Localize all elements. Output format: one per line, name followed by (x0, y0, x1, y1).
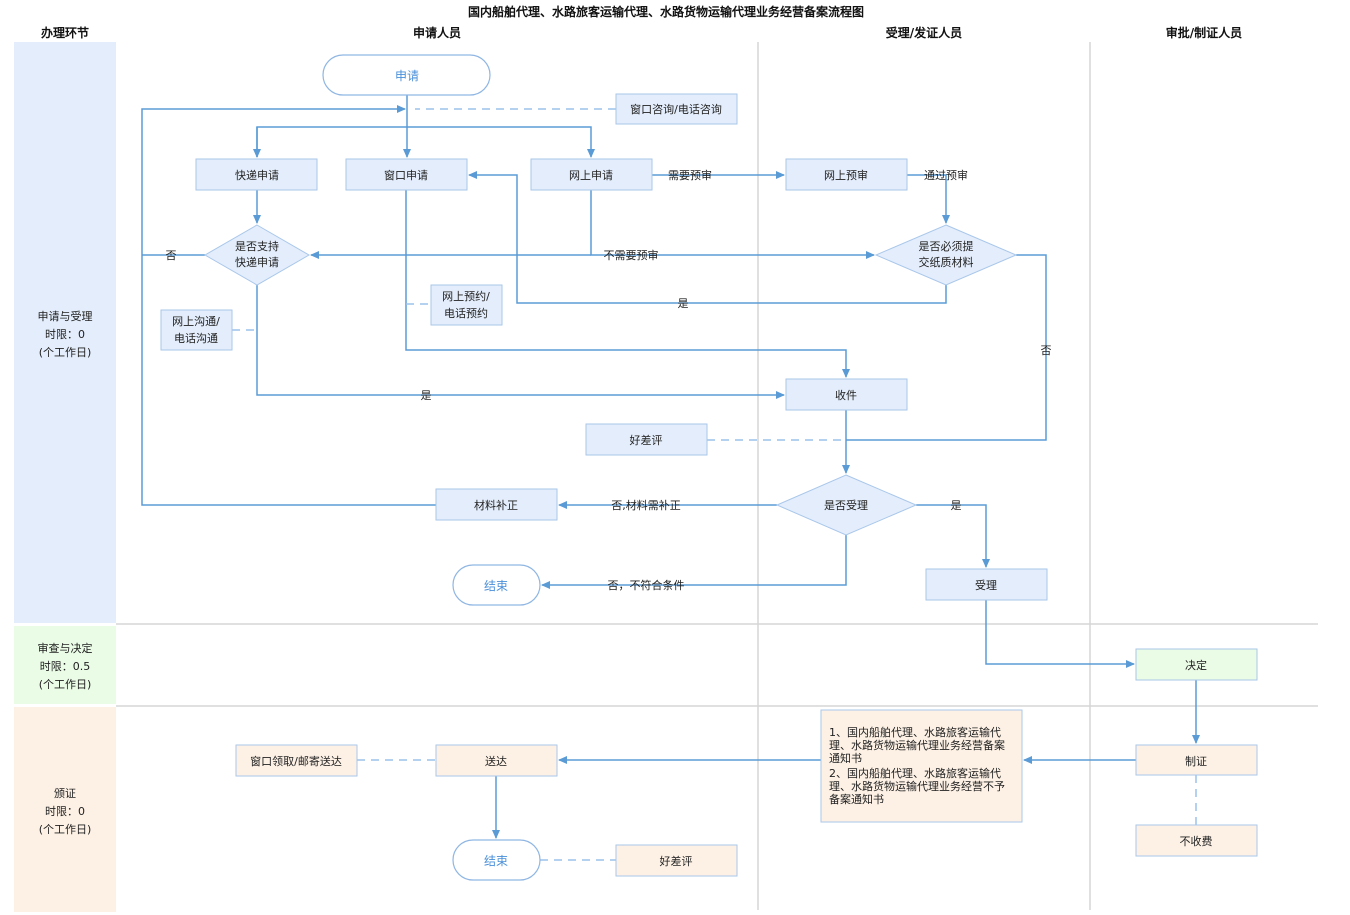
node-label: 2、国内船舶代理、水路旅客运输代理、水路货物运输代理业务经营不予备案通知书 (829, 767, 1005, 806)
edge-label: 是 (421, 389, 432, 402)
node-label: 1、国内船舶代理、水路旅客运输代理、水路货物运输代理业务经营备案通知书 (829, 726, 1005, 765)
stage-band-issue (14, 707, 116, 912)
edge-label: 否,材料需补正 (611, 498, 681, 512)
node-window-apply[interactable]: 窗口申请 (345, 158, 468, 191)
stage-band-apply (14, 42, 116, 623)
column-header-applicant: 申请人员 (413, 25, 461, 40)
node-label: 是否受理 (824, 499, 868, 512)
node-label: 好差评 (630, 433, 663, 447)
node-end-2[interactable]: 结束 (452, 839, 541, 881)
node-supplement[interactable]: 材料补正 (435, 488, 558, 521)
edge-label: 不需要预审 (604, 248, 659, 262)
node-label: 申请 (395, 69, 419, 83)
node-online-precheck[interactable]: 网上预审 (785, 158, 908, 191)
node-label: 窗口咨询/电话咨询 (630, 102, 722, 116)
node-rating-1[interactable]: 好差评 (585, 423, 708, 456)
node-consult[interactable]: 窗口咨询/电话咨询 (615, 93, 738, 125)
edge-label: 否 (166, 249, 177, 262)
decision-express-support[interactable]: 是否支持 快递申请 (203, 224, 311, 286)
column-header-stage: 办理环节 (41, 25, 89, 40)
edge (916, 504, 990, 568)
notice-text-wrap: 1、国内船舶代理、水路旅客运输代理、水路货物运输代理业务经营备案通知书 2、国内… (825, 712, 1018, 820)
stage-unit: (个工作日) (39, 678, 92, 691)
edge-label: 通过预审 (924, 168, 968, 182)
node-label: 结束 (484, 579, 508, 593)
node-label: 快递申请 (235, 168, 279, 182)
node-label: 快递申请 (235, 255, 279, 269)
node-label: 网上沟通/ (172, 315, 220, 328)
edge-label: 需要预审 (668, 168, 712, 182)
edge (541, 535, 847, 589)
node-label: 网上预约/ (442, 290, 490, 303)
stage-band-review (14, 626, 116, 704)
node-label: 决定 (1185, 658, 1207, 672)
edge-label: 是 (678, 297, 689, 310)
stage-name: 审查与决定 (38, 641, 93, 655)
node-label: 网上申请 (569, 169, 613, 182)
decision-paper-required[interactable]: 是否必须提 交纸质材料 (874, 224, 1018, 286)
node-label: 收件 (835, 388, 857, 402)
node-deliver[interactable]: 送达 (435, 744, 558, 777)
node-decide[interactable]: 决定 (1135, 648, 1258, 681)
node-label: 是否支持 (235, 239, 279, 253)
column-header-approver: 审批/制证人员 (1166, 25, 1242, 40)
edge (256, 285, 785, 399)
stage-name: 申请与受理 (38, 310, 93, 323)
node-reserve[interactable]: 网上预约/ 电话预约 (430, 284, 503, 326)
stage-unit: (个工作日) (39, 823, 92, 836)
edge (256, 126, 595, 158)
node-label: 交纸质材料 (919, 255, 974, 269)
node-label: 电话预约 (444, 307, 488, 320)
stage-name: 颁证 (54, 786, 76, 800)
node-label: 材料补正 (474, 498, 518, 512)
stage-label-review: 审查与决定 时限：0.5 (个工作日) (38, 641, 93, 691)
node-make-cert[interactable]: 制证 (1135, 744, 1258, 776)
edge-labels: 否 需要预审 通过预审 不需要预审 是 是 否 否,材料需补正 是 否，不符合条… (166, 168, 1052, 592)
node-label: 窗口申请 (384, 168, 428, 182)
node-label: 网上预审 (824, 168, 868, 182)
node-label: 结束 (484, 854, 508, 868)
node-communicate[interactable]: 网上沟通/ 电话沟通 (160, 309, 233, 351)
stage-limit: 时限：0 (45, 328, 85, 341)
edge-label: 否，不符合条件 (608, 578, 685, 592)
edge (468, 171, 947, 304)
edge (846, 254, 1047, 441)
node-label: 送达 (485, 754, 507, 768)
column-header-acceptor: 受理/发证人员 (886, 25, 962, 40)
diagram-title: 国内船舶代理、水路旅客运输代理、水路货物运输代理业务经营备案流程图 (468, 4, 864, 19)
node-online-apply[interactable]: 网上申请 (530, 158, 653, 191)
edge-label: 否 (1041, 344, 1052, 357)
decision-accept[interactable]: 是否受理 (775, 474, 918, 536)
stage-label-apply: 申请与受理 时限：0 (个工作日) (38, 310, 93, 359)
edge-label: 是 (951, 499, 962, 512)
node-express-apply[interactable]: 快递申请 (195, 158, 318, 191)
edge (141, 105, 436, 506)
node-start[interactable]: 申请 (322, 54, 491, 96)
node-label: 好差评 (660, 854, 693, 868)
node-label: 受理 (975, 579, 997, 592)
node-label: 窗口领取/邮寄送达 (250, 754, 342, 768)
node-label: 电话沟通 (174, 332, 218, 345)
edge (985, 600, 1135, 668)
edge (907, 174, 950, 224)
node-no-fee[interactable]: 不收费 (1135, 824, 1258, 857)
node-receive[interactable]: 收件 (785, 378, 908, 411)
connectors (141, 95, 1200, 861)
node-label: 不收费 (1180, 834, 1213, 848)
node-end-1[interactable]: 结束 (452, 564, 541, 606)
stage-unit: (个工作日) (39, 346, 92, 359)
node-notices[interactable]: 1、国内船舶代理、水路旅客运输代理、水路货物运输代理业务经营备案通知书 2、国内… (820, 709, 1023, 823)
edge (405, 190, 850, 378)
node-rating-2[interactable]: 好差评 (615, 844, 738, 877)
node-accept[interactable]: 受理 (925, 568, 1048, 601)
edge (590, 190, 875, 259)
stage-limit: 时限：0.5 (40, 660, 91, 673)
node-label: 制证 (1185, 755, 1207, 768)
stage-limit: 时限：0 (45, 805, 85, 818)
node-pickup[interactable]: 窗口领取/邮寄送达 (235, 744, 358, 777)
node-label: 是否必须提 (919, 240, 974, 253)
stage-label-issue: 颁证 时限：0 (个工作日) (39, 786, 92, 836)
